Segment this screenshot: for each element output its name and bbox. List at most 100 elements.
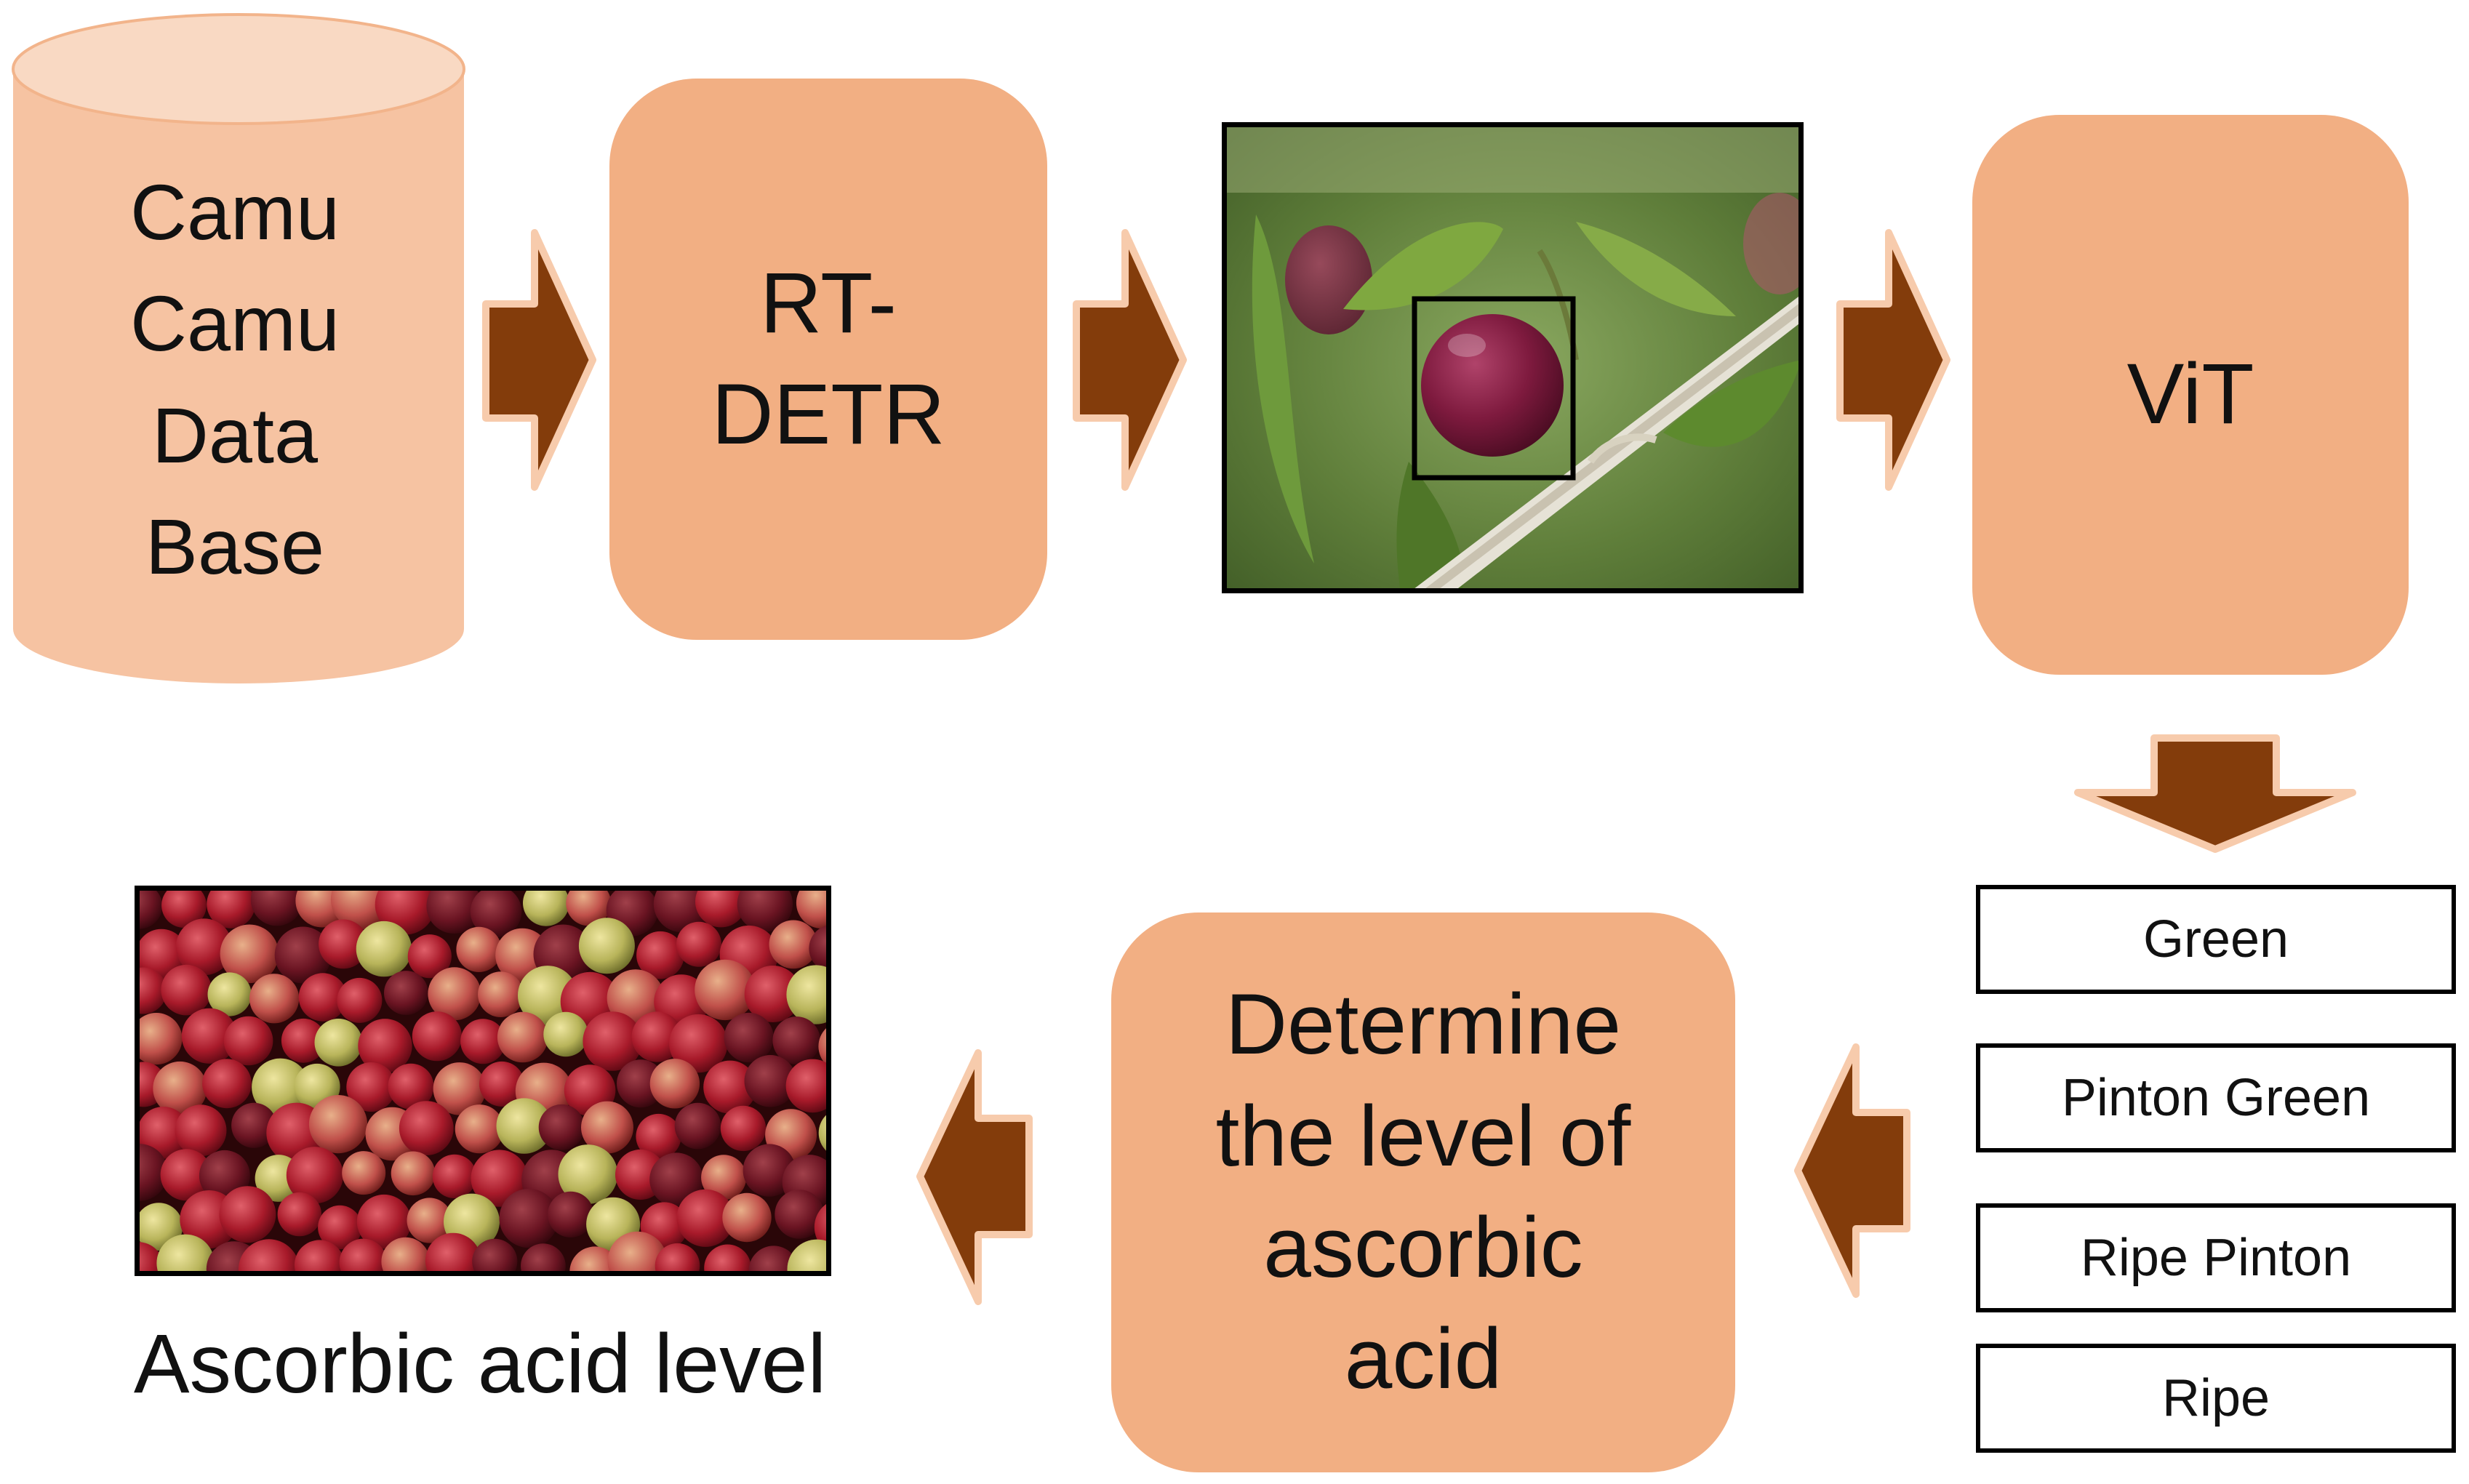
fruit-berry: [649, 1152, 703, 1207]
fruit-berry: [566, 891, 612, 926]
class-pinton-green-label: Pinton Green: [2061, 1069, 2371, 1127]
class-ripe-pinton-label: Ripe Pinton: [2080, 1229, 2352, 1287]
fruit-berry: [583, 1011, 642, 1071]
fruit-berry: [220, 924, 279, 984]
fruit-berry: [538, 1104, 585, 1150]
fruit-berry: [294, 1240, 345, 1271]
fruit-berry: [744, 966, 801, 1022]
fruit-berry: [153, 1061, 207, 1116]
arrow-down-icon: [2074, 734, 2356, 853]
fruit-berry: [346, 1062, 396, 1112]
fruit-berry: [548, 1191, 594, 1238]
fruit-berry: [578, 918, 635, 974]
fruit-berry: [314, 1019, 363, 1067]
fruit-berry: [207, 891, 255, 928]
fruit-berry: [818, 1028, 826, 1065]
fruit-berry: [772, 1016, 820, 1064]
fruit-berry: [674, 1102, 721, 1150]
fruit-berry: [521, 1243, 566, 1271]
fruit-berry: [274, 926, 332, 984]
arrow-right-icon: [1073, 229, 1187, 491]
fruit-berry: [470, 891, 522, 937]
class-pinton-green: Pinton Green: [1976, 1043, 2456, 1152]
fruit-berry: [337, 977, 383, 1023]
fruit-berry: [319, 919, 368, 969]
fruit-berry: [231, 1102, 277, 1148]
fruit-berry: [161, 964, 212, 1016]
database-label: Camu Camu Data Base: [129, 168, 340, 591]
fruit-berry: [703, 1060, 757, 1114]
fruit-berry: [701, 1155, 747, 1200]
fruit-berry: [796, 891, 826, 929]
fruit-berry: [202, 1059, 252, 1109]
determine-label: Determine the level of ascorbic acid: [1215, 976, 1631, 1408]
fruit-berry: [769, 920, 818, 969]
fruit-berry: [617, 1059, 665, 1108]
fruit-berry: [569, 1246, 620, 1271]
fruit-berry: [471, 1150, 528, 1207]
fruit-berry: [356, 1194, 412, 1249]
fruit-berry: [433, 1062, 487, 1115]
fruit-berry: [342, 1151, 386, 1195]
fruit-berry: [724, 1012, 774, 1063]
fruit-berry: [426, 891, 482, 934]
fruit-berry: [399, 1101, 454, 1155]
fruit-berry: [775, 1190, 824, 1239]
fruit-berry: [499, 1188, 559, 1248]
fruit-berry: [140, 1013, 183, 1065]
fruit-berry: [428, 967, 481, 1021]
fruit-berry: [175, 1104, 227, 1157]
vit-box: ViT: [1972, 115, 2409, 675]
class-ripe: Ripe: [1976, 1344, 2456, 1453]
fruit-berry: [787, 1239, 826, 1271]
fruit-berry: [407, 934, 452, 979]
fruit-berry: [472, 1238, 518, 1271]
fruit-berry: [809, 925, 826, 971]
fruit-berry: [543, 1011, 588, 1057]
vit-label: ViT: [2126, 346, 2254, 443]
fruit-berry: [140, 967, 167, 1014]
class-green: Green: [1976, 885, 2456, 994]
fruit-berry: [223, 1016, 273, 1066]
fruit-berry: [744, 1055, 797, 1107]
detection-photo: [1222, 122, 1804, 593]
class-ripe-pinton: Ripe Pinton: [1976, 1203, 2456, 1312]
fruit-berry: [695, 959, 756, 1021]
fruit-berry: [649, 1059, 700, 1109]
output-photo: [135, 886, 831, 1276]
fruit-berry: [388, 1063, 434, 1110]
fruit-berry: [636, 931, 684, 979]
fruit-branch-image: [1227, 127, 1798, 588]
fruit-berry: [318, 1205, 362, 1250]
ascorbic-acid-level-caption: Ascorbic acid level: [133, 1317, 827, 1411]
fruit-berry: [298, 973, 348, 1022]
class-green-label: Green: [2142, 910, 2289, 968]
fruit-berry: [181, 1008, 237, 1064]
fruit-berry: [814, 1204, 826, 1251]
fruit-berry: [384, 971, 428, 1015]
fruit-berry: [140, 891, 163, 929]
fruit-berry: [607, 969, 665, 1027]
fruit-berry: [496, 1098, 552, 1154]
fruit-berry: [460, 1019, 506, 1064]
fruit-berry: [722, 1192, 772, 1243]
fruit-berry: [250, 891, 303, 926]
fruit-berry: [523, 891, 569, 926]
fruit-berry: [161, 891, 207, 928]
rt-detr-label: RT- DETR: [711, 254, 945, 462]
fruit-pile-image: [140, 891, 826, 1271]
determine-box: Determine the level of ascorbic acid: [1111, 913, 1735, 1472]
fruit-berry: [785, 1059, 826, 1113]
class-ripe-label: Ripe: [2161, 1369, 2270, 1427]
fruit-berry: [175, 918, 233, 976]
fruit-berry: [720, 1105, 767, 1152]
fruit-berry: [156, 1234, 215, 1271]
fruit-berry: [391, 1151, 436, 1196]
fruit-berry: [737, 891, 793, 932]
arrow-right-icon: [1836, 229, 1950, 491]
fruit-berry: [381, 1237, 430, 1271]
fruit-berry: [455, 1104, 504, 1154]
fruit-berry: [286, 1147, 343, 1204]
fruit-berry: [358, 1019, 412, 1073]
